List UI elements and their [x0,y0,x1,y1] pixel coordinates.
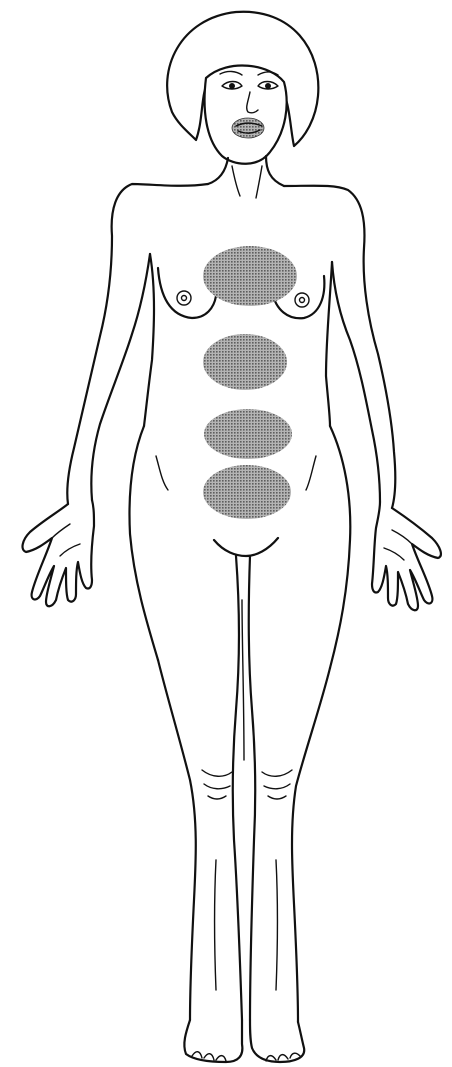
right-hand [372,502,441,610]
upper-abdomen-patch [203,334,287,390]
upper-chest-patch [203,246,297,306]
left-hand [23,500,94,606]
highlighted-regions [203,246,297,519]
legs [158,556,330,1022]
mid-abdomen-patch [204,409,292,459]
feet [184,1020,304,1062]
head [205,66,287,164]
mouth-patch [232,118,264,138]
lower-abdomen-patch [203,465,291,519]
pubic-line [214,538,278,556]
